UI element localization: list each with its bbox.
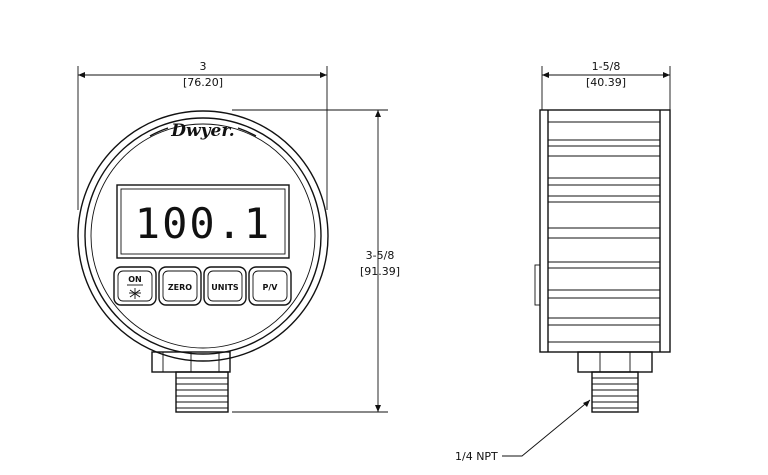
side-fitting: [577, 351, 653, 413]
pv-button-label: P/V: [263, 283, 279, 292]
width-dimension: 3 [76.20]: [77, 60, 328, 210]
height-metric: [91.39]: [360, 265, 400, 278]
depth-metric: [40.39]: [586, 76, 626, 89]
zero-button-label: ZERO: [168, 283, 192, 292]
npt-callout: 1/4 NPT: [455, 399, 591, 463]
outer-bezel: [77, 110, 329, 362]
front-fitting: [151, 351, 231, 413]
zero-button[interactable]: ZERO: [158, 266, 202, 306]
lcd-reading: 100.1: [135, 199, 271, 248]
width-fraction: 3: [200, 60, 207, 73]
units-button-label: UNITS: [211, 283, 239, 292]
width-metric: [76.20]: [183, 76, 223, 89]
housing-ribs: [548, 121, 660, 343]
units-button[interactable]: UNITS: [203, 266, 247, 306]
height-fraction: 3-5/8: [366, 249, 395, 262]
lcd-window: [116, 184, 290, 259]
brand-logo: Dwyer.: [170, 121, 234, 141]
on-button[interactable]: ON: [113, 266, 157, 306]
on-button-label: ON: [128, 275, 142, 284]
side-view: 1-5/8 [40.39] 1/4 NPT: [455, 60, 671, 463]
front-view: 3 [76.20] 3-5/8 [91.39] Dwyer. 100.1: [77, 60, 400, 413]
pv-button[interactable]: P/V: [248, 266, 292, 306]
backlight-icon: [129, 288, 141, 299]
height-dimension: 3-5/8 [91.39]: [232, 109, 400, 413]
npt-label: 1/4 NPT: [455, 450, 498, 463]
face-ring: [90, 123, 316, 349]
depth-fraction: 1-5/8: [592, 60, 621, 73]
inner-bezel: [84, 117, 322, 355]
depth-dimension: 1-5/8 [40.39]: [541, 60, 671, 110]
